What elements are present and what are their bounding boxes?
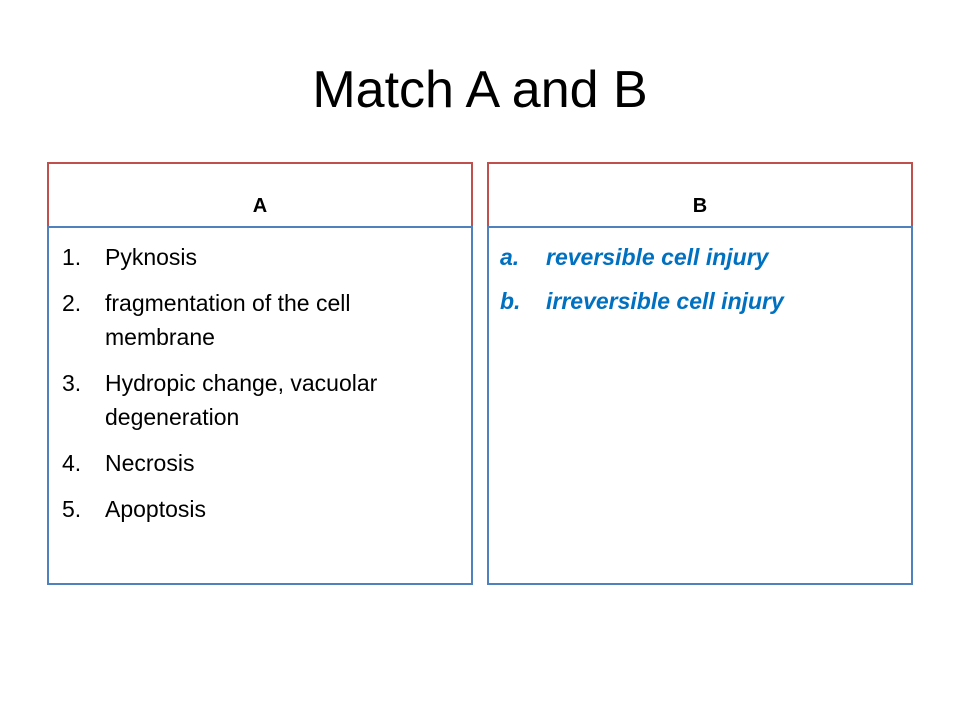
list-item-number: 4. [62, 450, 82, 476]
list-item: 1. Pyknosis [49, 240, 471, 274]
list-item-number: 1. [62, 244, 82, 270]
list-item-text: reversible cell injury [546, 244, 769, 270]
list-item-text: Apoptosis [105, 496, 207, 522]
list-item-number: 5. [62, 496, 82, 522]
column-b-list: a. reversible cell injury b. irreversibl… [489, 240, 911, 328]
column-a-body: 1. Pyknosis 2. fragmentation of the cell… [47, 226, 473, 585]
column-a-header: A [47, 162, 473, 226]
list-item-letter: b. [500, 288, 521, 314]
column-b-body: a. reversible cell injury b. irreversibl… [487, 226, 913, 585]
list-item-text: fragmentation of the cell membrane [105, 290, 351, 350]
list-item: 2. fragmentation of the cell membrane [49, 286, 471, 354]
slide-title: Match A and B [312, 61, 648, 119]
list-item-number: 3. [62, 370, 82, 396]
column-b-header: B [487, 162, 913, 226]
list-item: 4. Necrosis [49, 446, 471, 480]
list-item: a. reversible cell injury [489, 240, 911, 274]
list-item-text: Hydropic change, vacuolar degeneration [105, 370, 378, 430]
list-item-letter: a. [500, 244, 520, 270]
list-item: b. irreversible cell injury [489, 284, 911, 318]
column-a-list: 1. Pyknosis 2. fragmentation of the cell… [49, 240, 471, 538]
list-item-number: 2. [62, 290, 82, 316]
list-item: 5. Apoptosis [49, 492, 471, 526]
list-item-text: Pyknosis [105, 244, 198, 270]
list-item-text: Necrosis [105, 450, 195, 476]
list-item-text: irreversible cell injury [546, 288, 784, 314]
list-item: 3. Hydropic change, vacuolar degeneratio… [49, 366, 471, 434]
